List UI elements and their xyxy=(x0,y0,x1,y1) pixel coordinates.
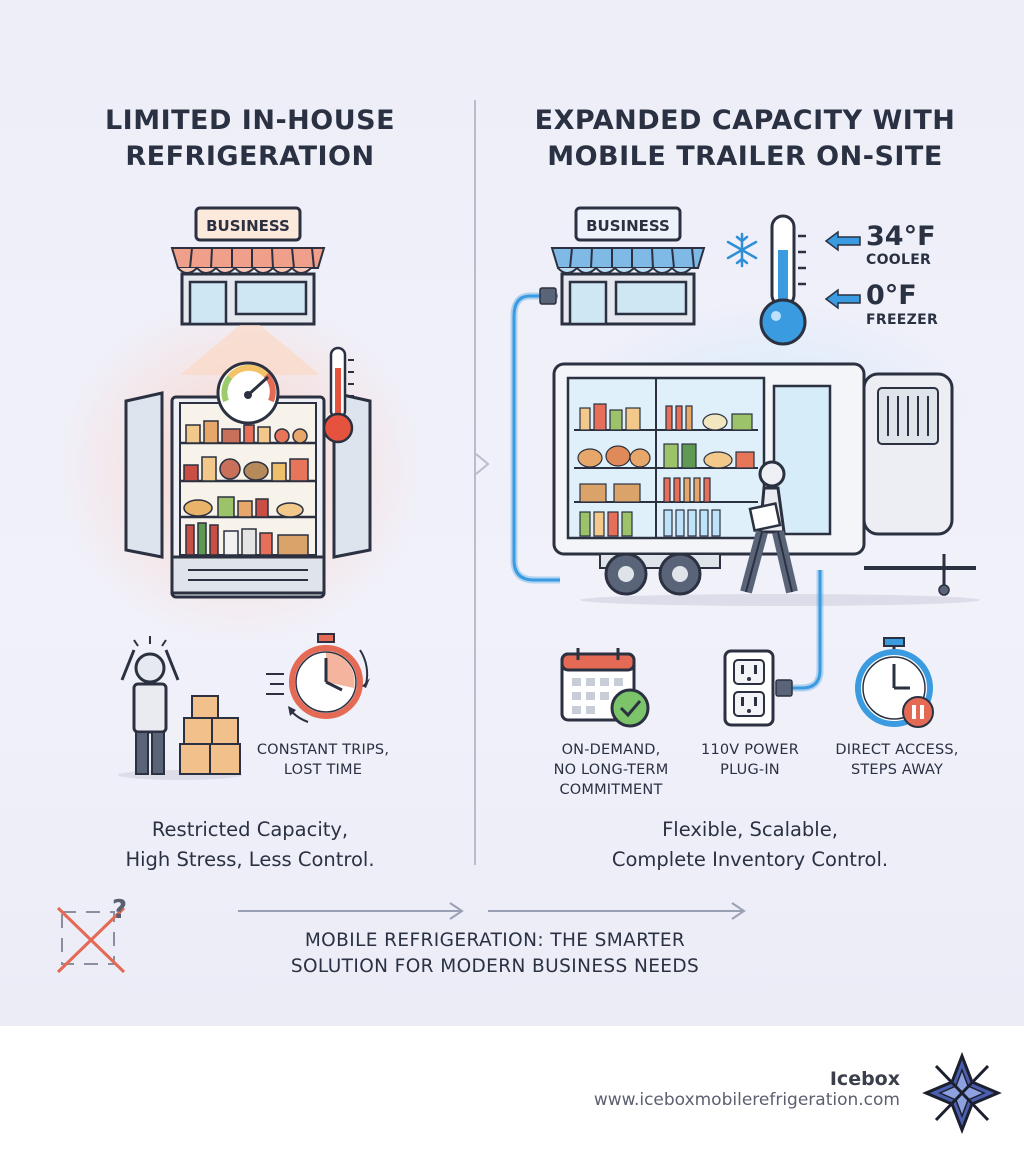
feature-0-line2: NO LONG-TERM xyxy=(553,762,669,778)
left-title-line1: LIMITED IN-HOUSE xyxy=(104,105,396,136)
arrow-left-icon xyxy=(824,288,861,310)
conclusion-line1: MOBILE REFRIGERATION: THE SMARTER xyxy=(304,930,686,951)
stopwatch-arrows-icon xyxy=(266,633,370,723)
feature-2-line1: DIRECT ACCESS, xyxy=(835,742,959,758)
mobile-trailer-icon xyxy=(552,362,980,606)
stopwatch-icon xyxy=(855,637,934,728)
forward-arrows xyxy=(238,902,746,920)
trips-caption: CONSTANT TRIPS, LOST TIME xyxy=(238,740,408,780)
feature-0-line1: ON-DEMAND, xyxy=(561,742,661,758)
feature-1-line1: 110V POWER xyxy=(701,742,799,758)
left-summary-line2: High Stress, Less Control. xyxy=(125,848,375,871)
snowflake-icon xyxy=(726,232,758,268)
calendar-check-icon xyxy=(560,648,650,728)
worker-carrying-box-icon xyxy=(740,460,798,594)
storefront-left-icon: BUSINESS xyxy=(170,206,326,326)
arrow-left-icon xyxy=(824,230,861,252)
right-summary: Flexible, Scalable, Complete Inventory C… xyxy=(540,815,960,875)
storefront-right-icon: BUSINESS xyxy=(550,206,706,326)
feature-2-line2: STEPS AWAY xyxy=(850,762,944,778)
freezer-temp: 0°F xyxy=(866,280,917,311)
feature-caption-power: 110V POWER PLUG-IN xyxy=(690,740,810,780)
light-beam xyxy=(180,325,320,375)
left-title-line2: REFRIGERATION xyxy=(125,141,375,172)
stressed-person-icon xyxy=(118,636,242,780)
feature-caption-direct-access: DIRECT ACCESS, STEPS AWAY xyxy=(822,740,972,780)
power-cable xyxy=(510,287,560,584)
thermometer-cold-icon xyxy=(759,214,807,346)
brand-url[interactable]: www.iceboxmobilerefrigeration.com xyxy=(593,1090,900,1110)
trips-caption-line2: LOST TIME xyxy=(283,762,363,778)
freezer-label: FREEZER xyxy=(866,312,939,328)
feature-caption-on-demand: ON-DEMAND, NO LONG-TERM COMMITMENT xyxy=(536,740,686,800)
left-summary: Restricted Capacity, High Stress, Less C… xyxy=(70,815,430,875)
thermometer-hot-icon xyxy=(322,346,354,444)
center-divider xyxy=(474,100,476,865)
icebox-logo-icon xyxy=(922,1051,1002,1135)
infographic-panel: LIMITED IN-HOUSE REFRIGERATION EXPANDED … xyxy=(0,0,1024,1026)
left-summary-line1: Restricted Capacity, xyxy=(151,818,349,841)
right-summary-line1: Flexible, Scalable, xyxy=(662,818,838,841)
feature-0-line3: COMMITMENT xyxy=(559,782,663,798)
sign-text-left: BUSINESS xyxy=(206,217,290,235)
power-outlet-icon xyxy=(723,649,775,727)
left-title: LIMITED IN-HOUSE REFRIGERATION xyxy=(70,103,430,175)
crossed-box-question-icon: ? xyxy=(56,895,127,974)
trips-caption-line1: CONSTANT TRIPS, xyxy=(256,742,390,758)
right-title-line2: MOBILE TRAILER ON-SITE xyxy=(547,141,943,172)
cooler-temp: 34°F xyxy=(866,221,936,252)
right-title-line1: EXPANDED CAPACITY WITH xyxy=(534,105,956,136)
conclusion-line2: SOLUTION FOR MODERN BUSINESS NEEDS xyxy=(290,956,700,977)
right-summary-line2: Complete Inventory Control. xyxy=(611,848,889,871)
brand-name: Icebox xyxy=(829,1068,900,1090)
feature-1-line2: PLUG-IN xyxy=(720,762,780,778)
cooler-label: COOLER xyxy=(866,252,932,268)
chevron-right-icon xyxy=(475,453,490,475)
outlet-cable xyxy=(775,570,824,697)
sign-text-right: BUSINESS xyxy=(586,217,670,235)
right-title: EXPANDED CAPACITY WITH MOBILE TRAILER ON… xyxy=(510,103,980,175)
conclusion-text: MOBILE REFRIGERATION: THE SMARTER SOLUTI… xyxy=(230,928,760,980)
svg-text:?: ? xyxy=(112,895,127,925)
